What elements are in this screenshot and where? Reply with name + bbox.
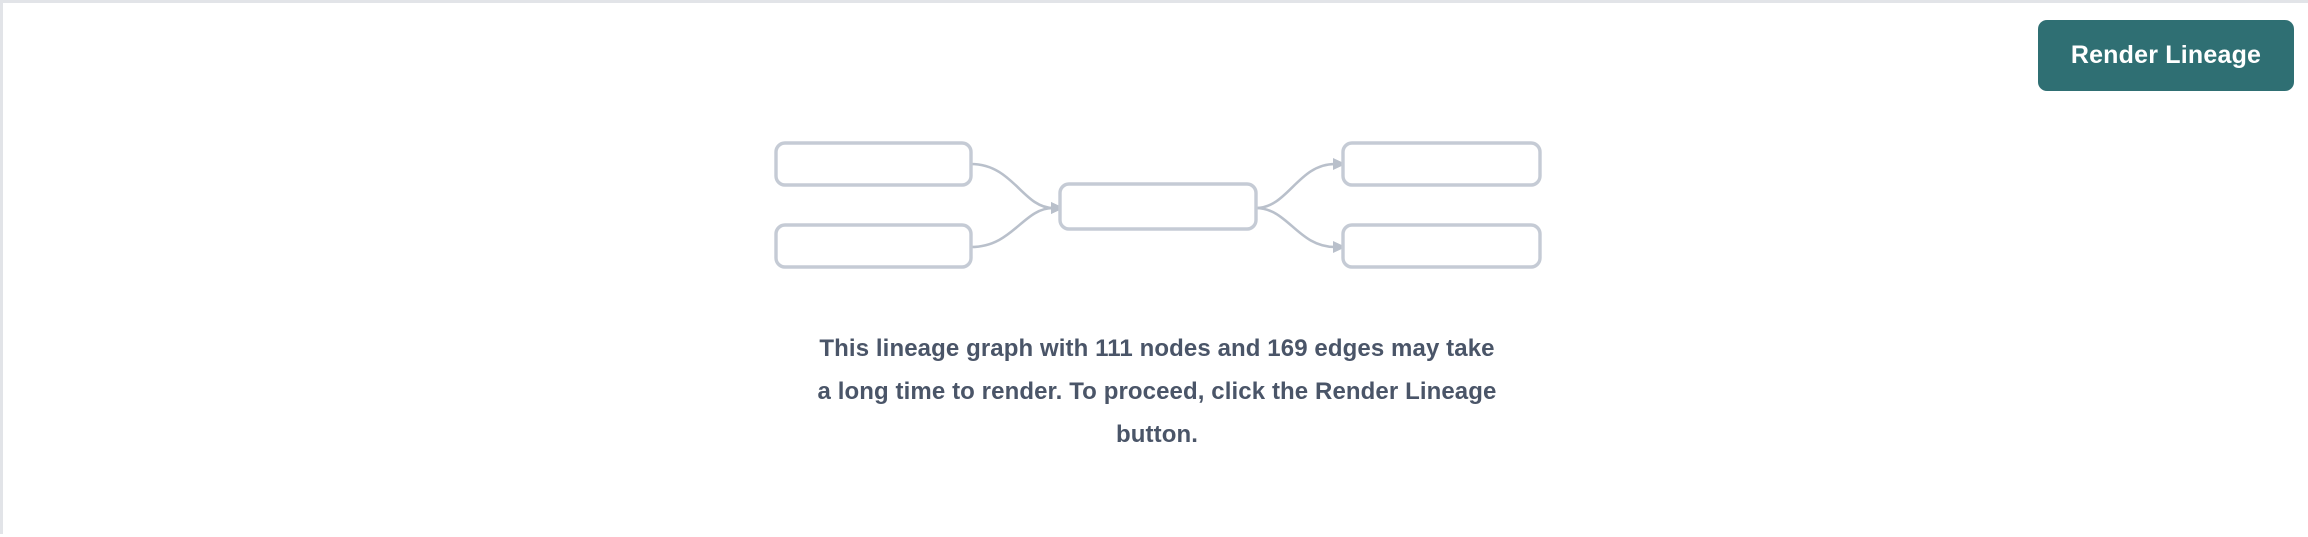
lineage-toolbar: Render Lineage [3, 3, 2308, 111]
lineage-node-right-top [1341, 141, 1542, 187]
edge-center-to-right-top [1255, 158, 1346, 210]
lineage-node-center [1058, 182, 1258, 231]
edge-left-top-to-center [970, 162, 1064, 214]
lineage-node-left-bottom [774, 223, 973, 269]
lineage-node-left-top [774, 141, 973, 187]
lineage-warning-message: This lineage graph with 111 nodes and 16… [3, 327, 2308, 456]
lineage-skeleton-graph [774, 141, 1542, 269]
lineage-message-line-2: a long time to render. To proceed, click… [817, 378, 1497, 405]
render-lineage-button[interactable]: Render Lineage [2038, 20, 2294, 91]
lineage-message-line-3: button. [1116, 421, 1198, 448]
lineage-message-line-1: This lineage graph with 111 nodes and 16… [819, 335, 1495, 362]
edge-left-bottom-to-center [970, 202, 1064, 249]
lineage-node-right-bottom [1341, 223, 1542, 269]
edge-center-to-right-bottom [1255, 206, 1346, 253]
